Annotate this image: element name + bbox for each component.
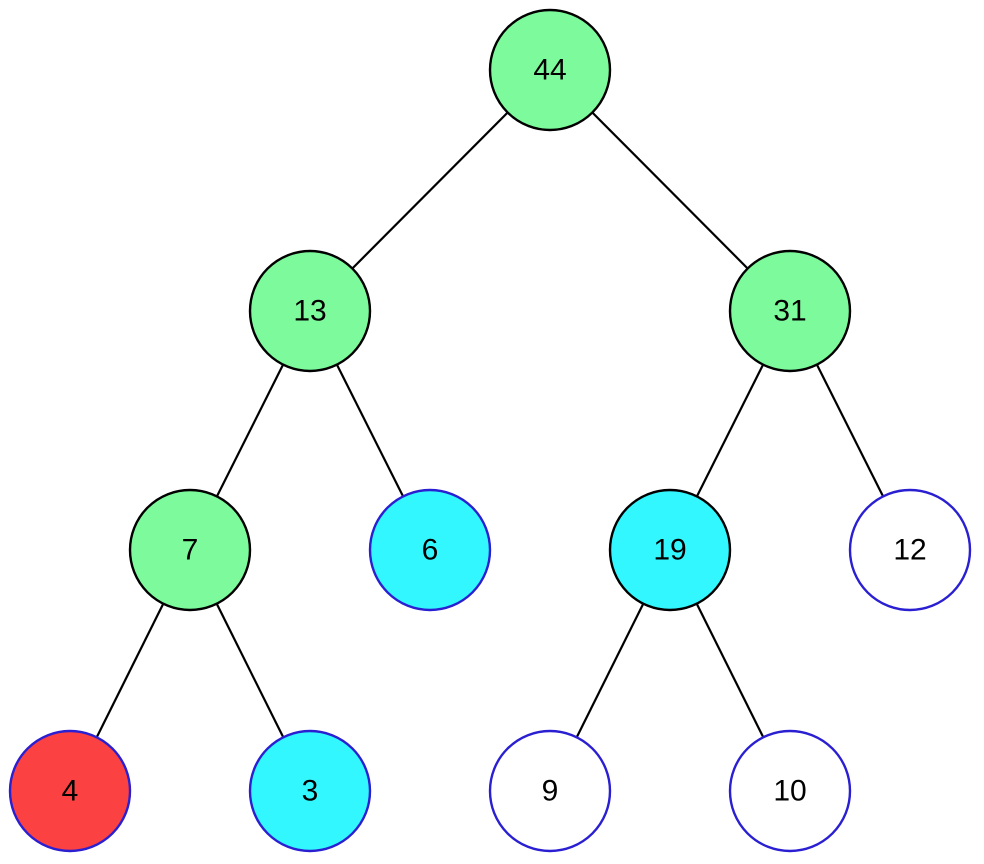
tree-node: 12 [848, 488, 972, 612]
tree-node-circle [488, 729, 612, 853]
tree-edge [95, 603, 165, 738]
tree-edge [815, 364, 885, 497]
tree-node-label: 3 [302, 775, 319, 808]
tree-node: 31 [728, 249, 852, 373]
tree-node-circle [728, 249, 852, 373]
tree-edge [575, 603, 645, 738]
tree-node-label: 10 [773, 775, 806, 808]
tree-node-circle [248, 729, 372, 853]
tree-edge [695, 603, 765, 738]
tree-edges [95, 111, 885, 738]
tree-node-circle [728, 729, 852, 853]
tree-node-label: 6 [422, 534, 439, 567]
tree-edge [591, 111, 749, 270]
tree-node: 44 [488, 8, 612, 132]
tree-node-circle [608, 488, 732, 612]
tree-node-label: 44 [533, 54, 566, 87]
tree-node-label: 9 [542, 775, 559, 808]
tree-edge [335, 364, 405, 497]
tree-node: 10 [728, 729, 852, 853]
tree-edge [215, 364, 285, 497]
tree-edge [215, 603, 285, 738]
tree-node: 13 [248, 249, 372, 373]
tree-node: 19 [608, 488, 732, 612]
tree-node: 9 [488, 729, 612, 853]
tree-node-label: 7 [182, 534, 199, 567]
tree-node-label: 4 [62, 775, 79, 808]
tree-edge [695, 364, 765, 497]
tree-node: 4 [8, 729, 132, 853]
tree-edge [351, 111, 509, 270]
tree-node-circle [248, 249, 372, 373]
tree-node-circle [128, 488, 252, 612]
tree-node: 7 [128, 488, 252, 612]
tree-node-label: 12 [893, 534, 926, 567]
tree-node: 6 [368, 488, 492, 612]
tree-node-circle [848, 488, 972, 612]
tree-node-label: 13 [293, 295, 326, 328]
tree-nodes: 44 13 31 7 6 19 12 4 3 9 10 [8, 8, 972, 853]
tree-node: 3 [248, 729, 372, 853]
tree-node-label: 19 [653, 534, 686, 567]
tree-node-circle [488, 8, 612, 132]
tree-node-circle [368, 488, 492, 612]
tree-node-circle [8, 729, 132, 853]
tree-node-label: 31 [773, 295, 806, 328]
